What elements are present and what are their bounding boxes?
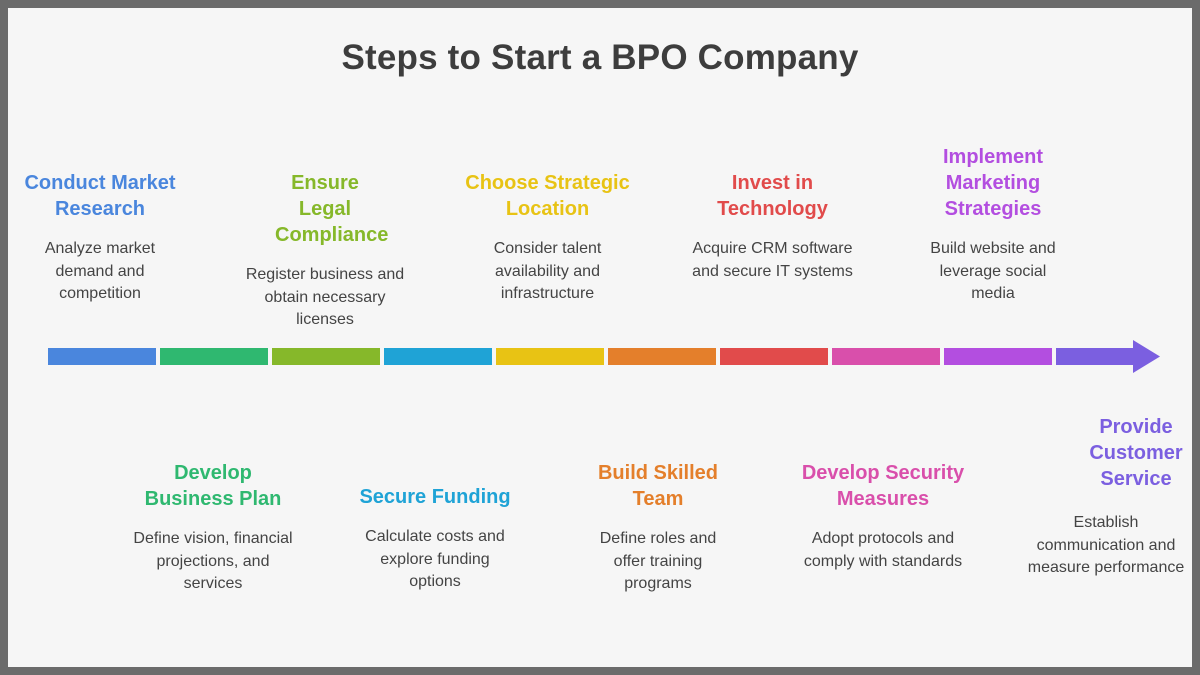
- timeline-segment-10: [1056, 348, 1134, 365]
- step-heading: Provide Customer Service: [1089, 416, 1183, 490]
- step-description: Establish communication and measure perf…: [1027, 514, 1185, 576]
- step-heading: Build Skilled Team: [597, 462, 719, 510]
- step-description: Consider talent availability and infrast…: [493, 240, 602, 302]
- step-heading: Implement Marketing Strategies: [942, 146, 1044, 220]
- step-description: Adopt protocols and comply with standard…: [803, 530, 963, 570]
- step-heading: Secure Funding: [359, 486, 511, 508]
- diagram-title: Steps to Start a BPO Company: [341, 38, 859, 77]
- timeline-segment-9: [944, 348, 1052, 365]
- timeline-segment-2: [160, 348, 268, 365]
- step-description: Analyze market demand and competition: [44, 240, 156, 302]
- step-heading: Develop Business Plan: [144, 462, 282, 510]
- step-develop-security-measures: Develop Security Measures Adopt protocol…: [793, 460, 973, 573]
- step-description: Calculate costs and explore funding opti…: [365, 528, 505, 590]
- step-conduct-market-research: Conduct Market Research Analyze market d…: [15, 170, 185, 306]
- step-develop-business-plan: Develop Business Plan Define vision, fin…: [128, 460, 298, 596]
- infographic-canvas: [8, 8, 1192, 667]
- step-description: Acquire CRM software and secure IT syste…: [692, 240, 853, 280]
- step-provide-customer-service: Provide Customer Service Establish commu…: [1020, 414, 1192, 580]
- timeline-segment-8: [832, 348, 940, 365]
- step-description: Define vision, financial projections, an…: [133, 530, 293, 592]
- step-build-skilled-team: Build Skilled Team Define roles and offe…: [573, 460, 743, 596]
- timeline-segment-1: [48, 348, 156, 365]
- step-heading: Conduct Market Research: [24, 172, 176, 220]
- timeline-segment-6: [608, 348, 716, 365]
- step-heading: Develop Security Measures: [801, 462, 965, 510]
- step-invest-in-technology: Invest in Technology Acquire CRM softwar…: [680, 170, 865, 283]
- step-heading: Invest in Technology: [717, 172, 828, 220]
- step-heading: Choose Strategic Location: [465, 172, 630, 220]
- step-description: Define roles and offer training programs: [599, 530, 717, 592]
- step-ensure-legal-compliance: Ensure Legal Compliance Register busines…: [240, 170, 410, 332]
- step-heading: Ensure Legal Compliance: [275, 172, 389, 246]
- step-implement-marketing-strategies: Implement Marketing Strategies Build web…: [908, 144, 1078, 306]
- timeline-segment-4: [384, 348, 492, 365]
- timeline-segment-7: [720, 348, 828, 365]
- step-choose-strategic-location: Choose Strategic Location Consider talen…: [455, 170, 640, 306]
- step-description: Build website and leverage social media: [930, 240, 1056, 302]
- timeline-segment-3: [272, 348, 380, 365]
- timeline-segment-5: [496, 348, 604, 365]
- step-secure-funding: Secure Funding Calculate costs and explo…: [350, 484, 520, 594]
- step-description: Register business and obtain necessary l…: [245, 266, 405, 328]
